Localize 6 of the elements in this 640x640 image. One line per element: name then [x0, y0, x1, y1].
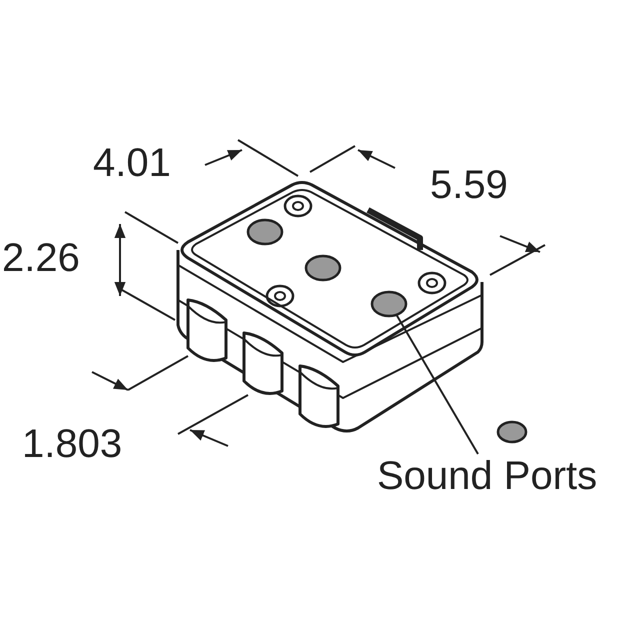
dimension-label: 5.59: [430, 165, 508, 205]
leader-line: [395, 314, 479, 454]
dimension-label: 4.01: [93, 143, 171, 183]
dimension-label: 1.803: [22, 424, 122, 464]
callout-label: Sound Ports: [377, 456, 598, 496]
dimension-label: 2.26: [2, 238, 80, 278]
